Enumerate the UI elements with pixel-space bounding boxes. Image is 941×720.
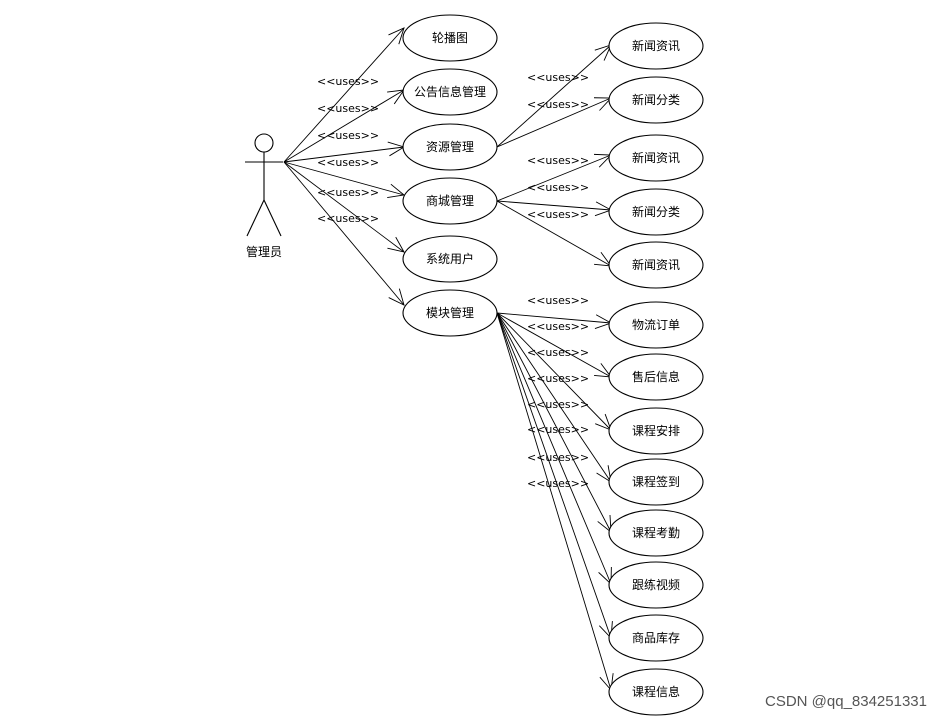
usecase-label: 新闻资讯	[632, 38, 680, 53]
usecase-zy-cat: 新闻分类	[608, 76, 704, 124]
relations	[283, 27, 614, 692]
uses-label: <<uses>>	[317, 156, 379, 169]
usecase-kaoqin: 课程考勤	[608, 509, 704, 557]
open-arrowhead	[388, 288, 405, 306]
usecase-label: 资源管理	[426, 139, 474, 154]
usecase-wuliu: 物流订单	[608, 301, 704, 349]
usecase-sc-news1: 新闻资讯	[608, 134, 704, 182]
usecase-label: 新闻分类	[632, 92, 680, 107]
relation-line	[496, 200, 612, 267]
usecase-qiandao: 课程签到	[608, 458, 704, 506]
actor-head	[254, 133, 274, 153]
relation-line	[496, 312, 612, 639]
uses-label: <<uses>>	[527, 294, 589, 307]
usecase-kucun: 商品库存	[608, 614, 704, 662]
relation-line	[496, 154, 612, 202]
usecase-label: 新闻资讯	[632, 150, 680, 165]
usecase-ziyuan: 资源管理	[402, 123, 498, 171]
watermark: CSDN @qq_834251331	[764, 693, 927, 710]
relation-labels: <<uses>> <<uses>> <<uses>> <<uses>> <<uses>>…	[317, 71, 589, 490]
usecase-label: 跟练视频	[632, 577, 680, 592]
open-arrowhead	[387, 89, 405, 105]
usecase-xitong: 系统用户	[402, 235, 498, 283]
usecase-label: 商品库存	[632, 630, 680, 645]
usecase-label: 公告信息管理	[414, 84, 486, 99]
relation-line	[283, 146, 405, 163]
usecase-label: 新闻分类	[632, 204, 680, 219]
usecase-label: 课程安排	[632, 423, 680, 438]
usecase-label: 物流订单	[632, 318, 680, 332]
usecase-gonggao: 公告信息管理	[402, 68, 498, 116]
open-arrowhead	[594, 363, 612, 378]
relation-line	[496, 312, 612, 533]
relation-line	[496, 312, 612, 585]
usecase-mokuai: 模块管理	[402, 289, 498, 337]
uses-label: <<uses>>	[527, 320, 589, 333]
usecase-shangcheng: 商城管理	[402, 177, 498, 225]
usecase-shipin: 跟练视频	[608, 561, 704, 609]
usecase-anpai: 课程安排	[608, 407, 704, 455]
uses-label: <<uses>>	[527, 398, 589, 411]
relation-line	[283, 161, 405, 306]
relation-line	[496, 312, 612, 483]
usecase-label: 售后信息	[632, 369, 680, 384]
uses-label: <<uses>>	[317, 102, 379, 115]
usecase-shouhou: 售后信息	[608, 353, 704, 401]
uses-label: <<uses>>	[317, 129, 379, 142]
uses-label: <<uses>>	[527, 98, 589, 111]
usecase-label: 课程考勤	[632, 525, 680, 540]
usecase-label: 新闻资讯	[632, 257, 680, 272]
uses-label: <<uses>>	[527, 477, 589, 490]
usecase-label: 课程信息	[632, 684, 680, 699]
actor-right-leg	[263, 199, 282, 237]
actor-admin: 管理员	[245, 133, 283, 259]
uses-label: <<uses>>	[527, 372, 589, 385]
relation-line	[283, 161, 405, 253]
relation-line	[496, 312, 612, 691]
actor-label: 管理员	[246, 244, 282, 259]
usecase-label: 系统用户	[426, 251, 474, 266]
open-arrowhead	[388, 27, 405, 45]
uses-label: <<uses>>	[527, 154, 589, 167]
uses-label: <<uses>>	[317, 75, 379, 88]
uses-label: <<uses>>	[527, 181, 589, 194]
uses-label: <<uses>>	[317, 212, 379, 225]
actor-left-leg	[246, 199, 265, 237]
uses-label: <<uses>>	[527, 423, 589, 436]
relation-line	[496, 97, 612, 148]
relation-line	[283, 27, 405, 163]
open-arrowhead	[387, 236, 405, 253]
open-arrowhead	[594, 252, 612, 267]
uses-label: <<uses>>	[317, 186, 379, 199]
relation-line	[496, 200, 612, 211]
relation-line	[496, 312, 612, 431]
usecase-zy-news: 新闻资讯	[608, 22, 704, 70]
usecase-kcxinxi: 课程信息	[608, 668, 704, 716]
uses-label: <<uses>>	[527, 346, 589, 359]
uses-label: <<uses>>	[527, 451, 589, 464]
usecase-label: 轮播图	[432, 31, 468, 45]
usecase-lunbotu: 轮播图	[402, 14, 498, 62]
relation-line	[496, 312, 612, 324]
usecase-label: 课程签到	[632, 474, 680, 489]
usecase-label: 模块管理	[426, 305, 474, 320]
relation-line	[496, 44, 612, 148]
relation-line	[496, 312, 612, 378]
usecase-sc-cat: 新闻分类	[608, 188, 704, 236]
uses-label: <<uses>>	[527, 208, 589, 221]
relation-line	[283, 89, 405, 163]
uses-label: <<uses>>	[527, 71, 589, 84]
relation-line	[283, 161, 405, 196]
usecase-sc-news2: 新闻资讯	[608, 241, 704, 289]
usecase-label: 商城管理	[426, 193, 474, 208]
